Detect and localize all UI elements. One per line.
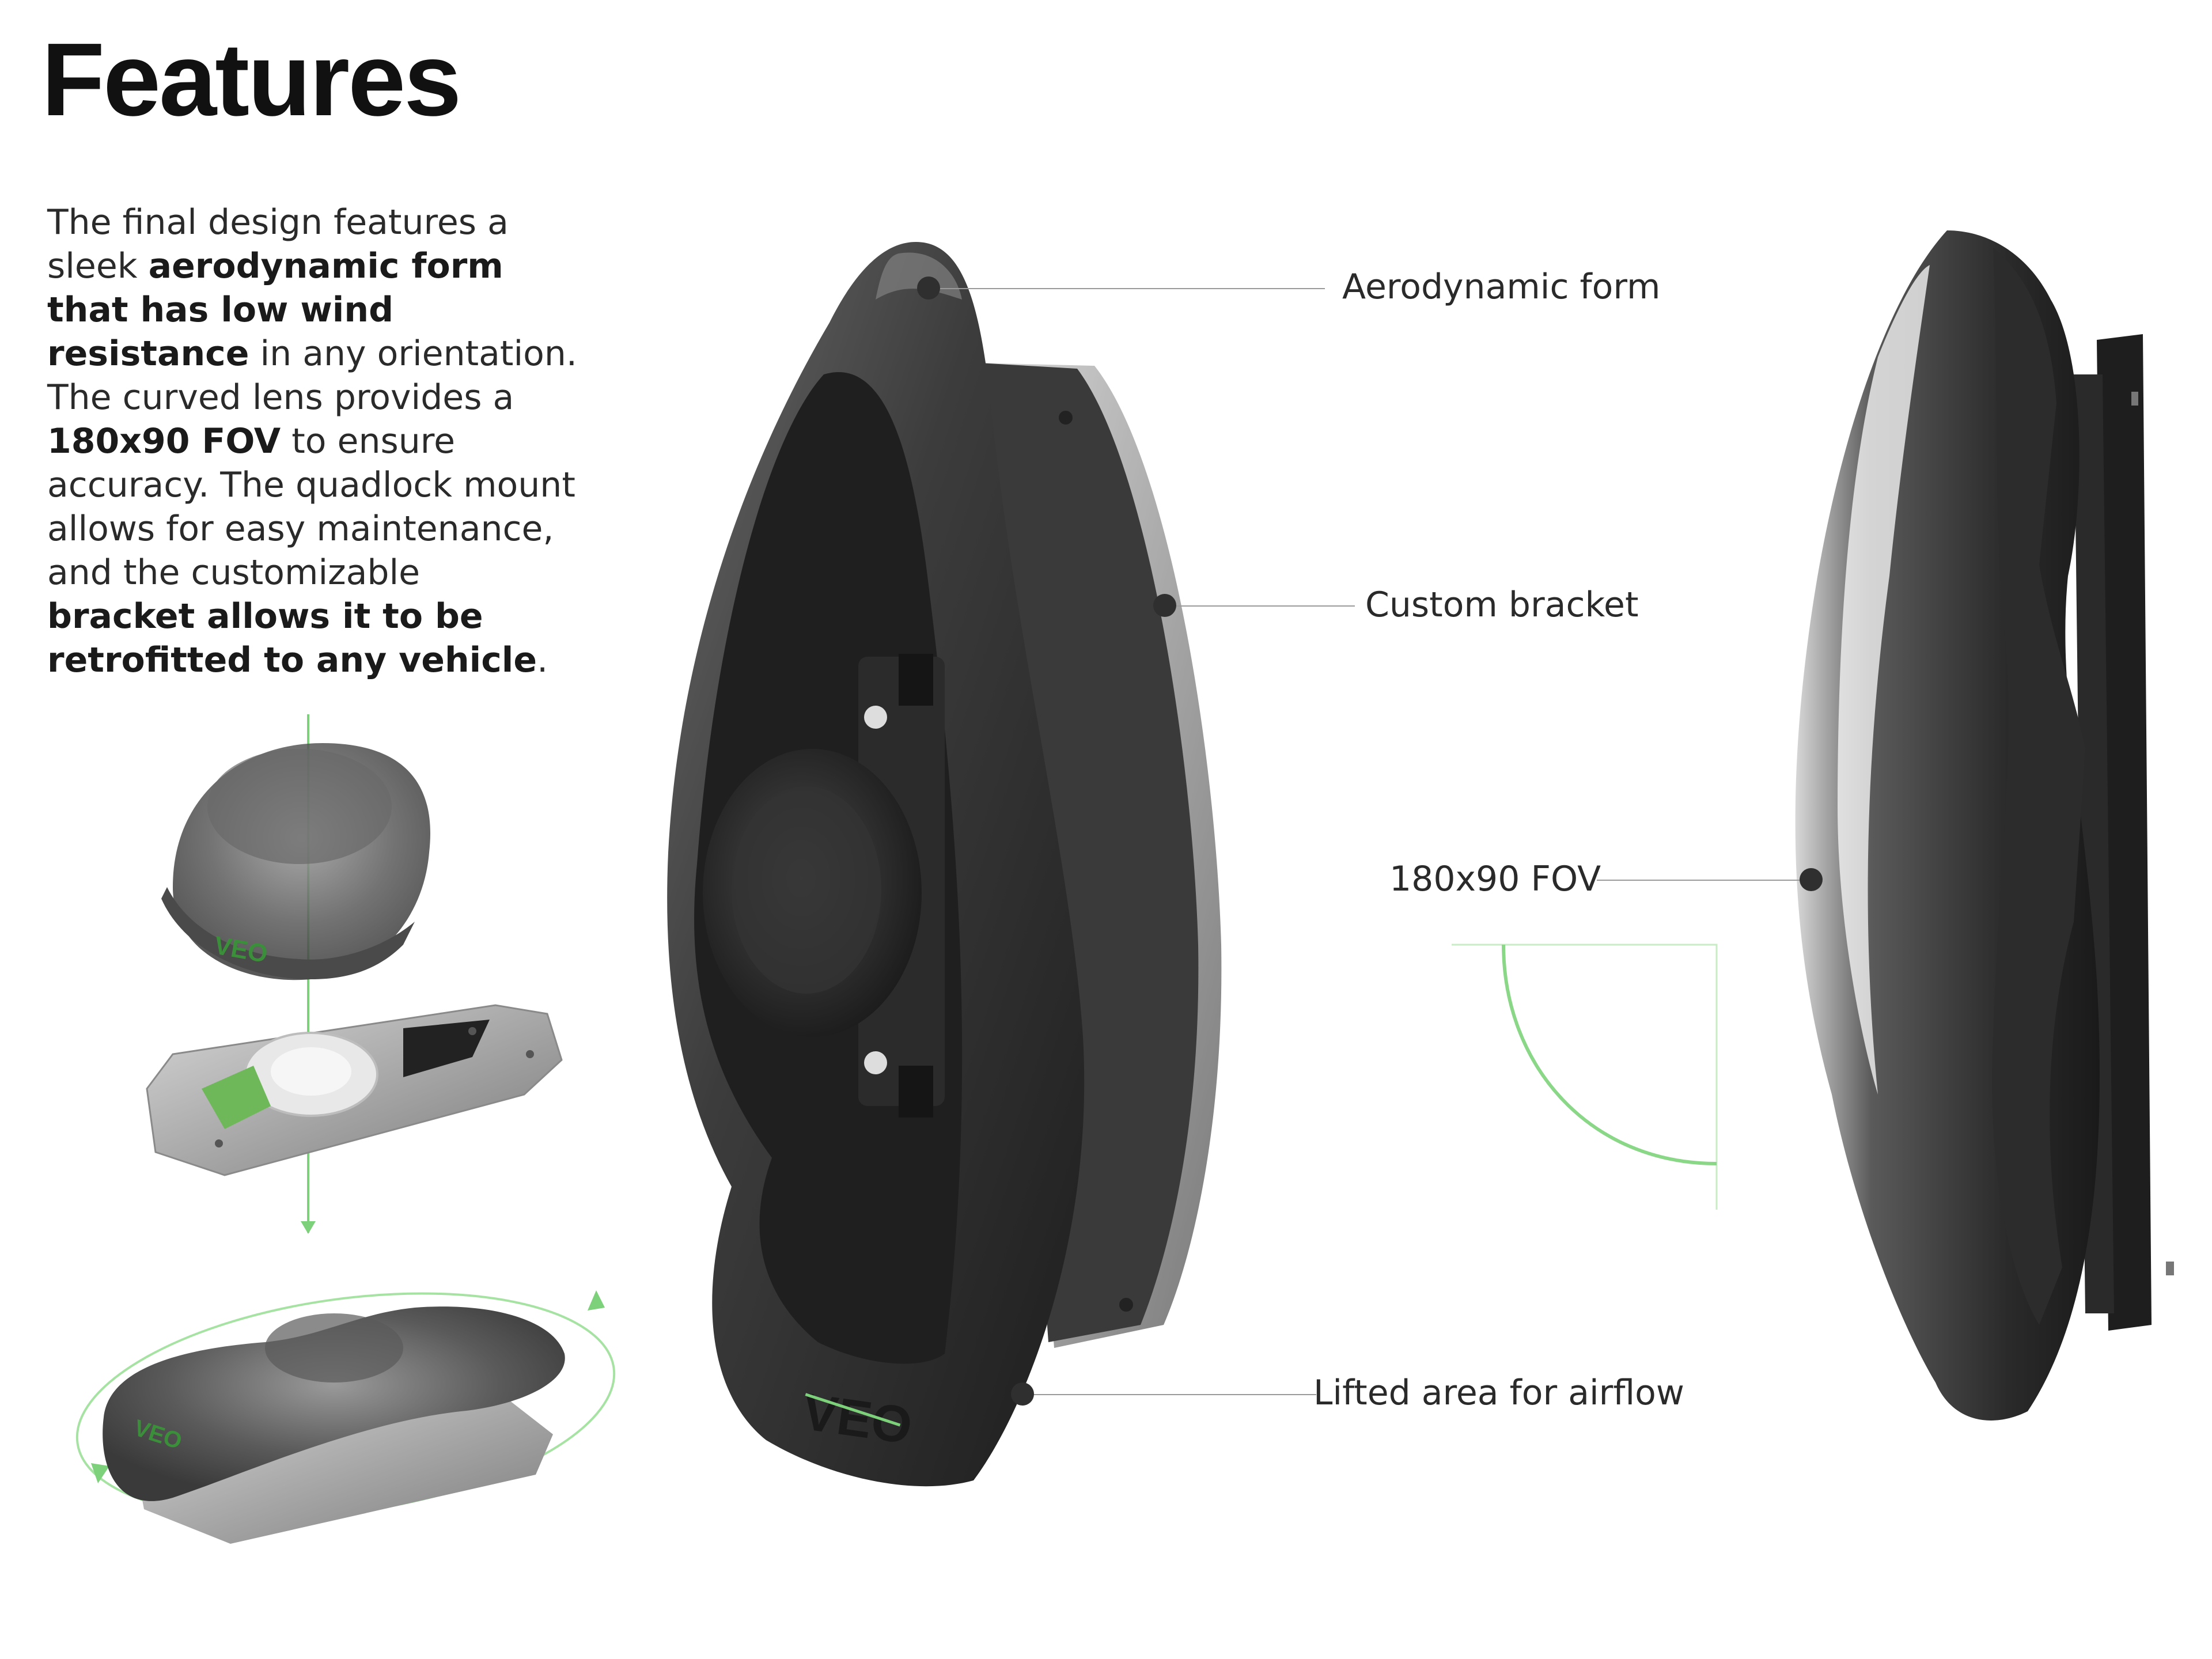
callout-label-bracket: Custom bracket (1365, 585, 1639, 625)
mount-screw-icon (864, 706, 887, 729)
bracket-screw-icon (1059, 411, 1073, 425)
callout-leader-aero (929, 288, 1325, 289)
fov-arc (1502, 944, 1717, 1165)
callout-marker-fov (1800, 868, 1823, 891)
description-text: to ensure accuracy. The quadlock mount a… (47, 421, 575, 593)
callout-marker-aero (917, 276, 940, 300)
description-text: in any orientation. The curved lens prov… (47, 334, 577, 418)
camera-housing-exploded: VEO (161, 743, 431, 980)
callout-label-aero: Aerodynamic form (1342, 267, 1661, 307)
bracket-plate-exploded (146, 1004, 563, 1176)
bracket-screw-icon (1119, 1298, 1133, 1312)
front-view-illustration: VEO (667, 242, 1222, 1487)
page-title: Features (41, 22, 461, 138)
feature-description: The final design features a sleek aerody… (47, 200, 577, 682)
assembly-arrow-icon (301, 1221, 316, 1234)
fov-frame-line (1452, 944, 1718, 1210)
callout-label-airflow: Lifted area for airflow (1313, 1373, 1684, 1413)
description-text: . (537, 640, 548, 680)
callout-leader-bracket (1165, 605, 1355, 607)
assembled-unit-exploded: VEO (75, 1290, 616, 1544)
rotate-arrow-icon (588, 1290, 605, 1310)
mount-screw-icon (864, 1051, 887, 1074)
callout-leader-airflow (1022, 1394, 1316, 1395)
description-highlight-fov: 180x90 FOV (47, 421, 281, 461)
description-highlight-bracket: bracket allows it to be retrofitted to a… (47, 596, 537, 680)
description-text: The final design features a sleek (47, 202, 509, 286)
exploded-view-illustration: VEO VEO (75, 714, 616, 1544)
description-highlight-aero: aerodynamic form that has low wind resis… (47, 246, 503, 374)
rotate-arrow-icon (91, 1463, 109, 1483)
side-view-illustration (1452, 230, 2174, 1421)
callout-marker-bracket (1153, 594, 1176, 617)
callout-label-fov: 180x90 FOV (1389, 859, 1601, 899)
callout-leader-fov (1597, 880, 1811, 881)
callout-marker-airflow (1011, 1382, 1034, 1406)
